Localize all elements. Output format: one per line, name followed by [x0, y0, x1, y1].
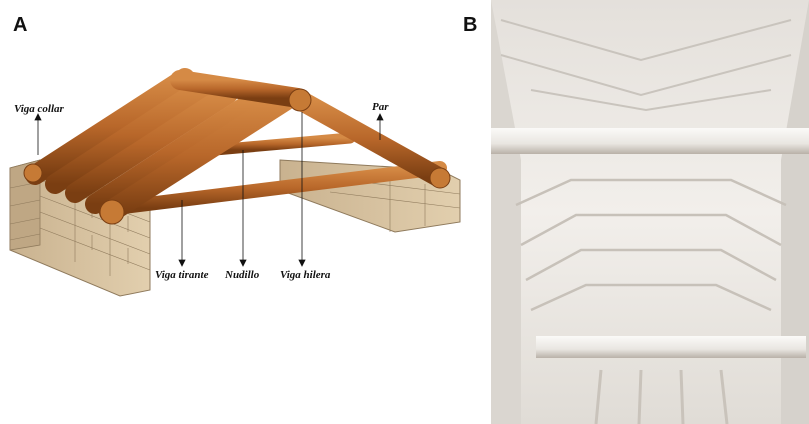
tie-beam	[108, 161, 447, 215]
left-rafters	[25, 68, 296, 223]
callout-arrows	[34, 112, 384, 267]
upper-rafters	[500, 19, 792, 112]
callout-par: Par	[372, 101, 389, 113]
ridge-beam	[170, 70, 312, 112]
callout-viga-hilera: Viga hilera	[280, 269, 331, 281]
bottom-joists	[594, 369, 729, 424]
roof-structure-diagram	[9, 68, 461, 297]
collar-beam	[209, 132, 356, 156]
lower-rafters	[515, 178, 787, 312]
ceiling-photo	[491, 0, 809, 424]
callout-viga-tirante: Viga tirante	[155, 269, 209, 281]
lower-tie-beam	[536, 336, 806, 358]
panel-label-b: B	[463, 14, 478, 36]
callout-nudillo: Nudillo	[225, 269, 260, 281]
callout-viga-collar: Viga collar	[14, 103, 64, 115]
upper-tie-beam	[491, 128, 809, 154]
log-ends	[23, 163, 451, 225]
panel-label-a: A	[13, 14, 28, 36]
right-rafter	[290, 90, 450, 188]
